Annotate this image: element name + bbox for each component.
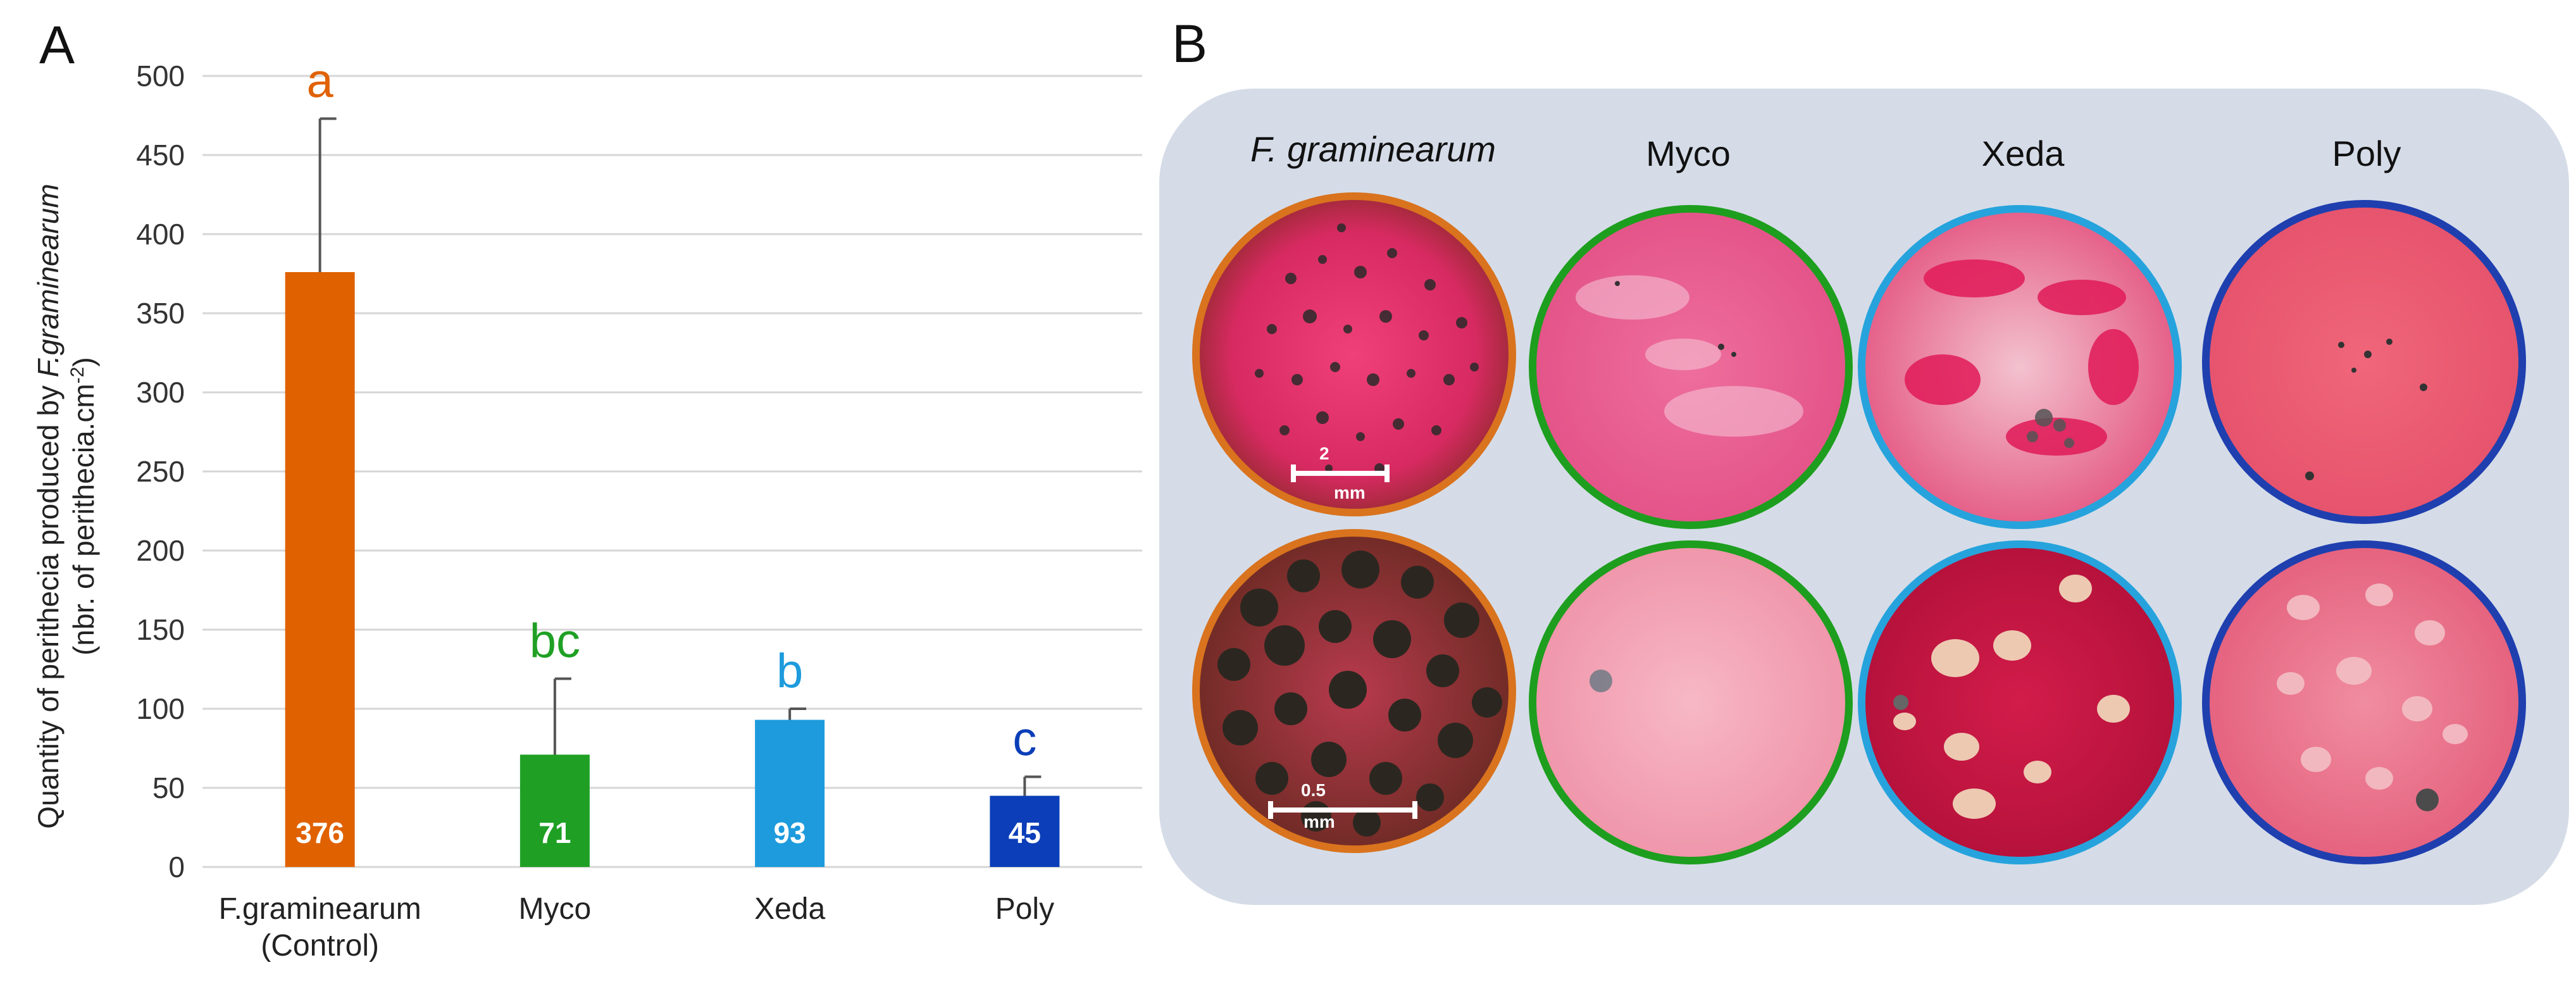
category-label: Poly bbox=[995, 892, 1054, 926]
gridlines bbox=[202, 75, 1142, 868]
y-axis-label-prefix: Quantity of perithecia produced by bbox=[32, 377, 65, 828]
y-tick-label: 200 bbox=[136, 534, 185, 567]
value-label: 71 bbox=[538, 816, 571, 849]
bar bbox=[755, 720, 825, 867]
significance-letter: a bbox=[306, 54, 333, 108]
dish-f-graminearum-low-mag: 2 mm bbox=[1192, 192, 1516, 516]
dish-xeda-high-mag bbox=[1858, 540, 2182, 864]
dish-poly-high-mag bbox=[2202, 540, 2526, 864]
dish-myco-low-mag bbox=[1529, 205, 1853, 529]
bars bbox=[285, 272, 1060, 867]
significance-letter: c bbox=[1012, 713, 1036, 766]
value-label: 376 bbox=[296, 816, 344, 849]
y-axis-unit-text: (nbr. of perithecia.cm bbox=[67, 383, 100, 656]
dish-xeda-low-mag bbox=[1858, 205, 2182, 529]
category-label: (Control) bbox=[261, 929, 379, 963]
y-tick-label: 500 bbox=[136, 59, 185, 92]
scale-bar-value: 2 bbox=[1319, 444, 1329, 463]
dish-f-graminearum-high-mag: 0.5 mm bbox=[1192, 529, 1516, 853]
y-axis-unit-label: (nbr. of perithecia.cm-2) bbox=[67, 357, 100, 656]
column-header-f-graminearum: F. graminearum bbox=[1250, 129, 1496, 169]
y-axis-label-species: F.graminearum bbox=[32, 184, 65, 377]
y-tick-label: 50 bbox=[152, 771, 185, 804]
y-axis-unit-sup: -2 bbox=[67, 367, 88, 384]
y-tick-labels: 0 50 100 150 200 250 300 350 400 450 500 bbox=[136, 59, 185, 883]
panel-b-letter: B bbox=[1172, 14, 1207, 73]
y-tick-label: 400 bbox=[136, 218, 185, 251]
y-tick-label: 0 bbox=[168, 851, 185, 883]
panel-a-letter: A bbox=[39, 15, 75, 75]
y-tick-label: 300 bbox=[136, 376, 185, 409]
category-label: Myco bbox=[519, 892, 592, 926]
y-tick-label: 350 bbox=[136, 297, 185, 330]
dish-poly-low-mag bbox=[2202, 200, 2526, 524]
bar bbox=[990, 795, 1060, 867]
value-label: 45 bbox=[1009, 816, 1041, 849]
scale-bar-value: 0.5 bbox=[1301, 780, 1326, 800]
category-label: Xeda bbox=[754, 892, 825, 926]
significance-letter: bc bbox=[530, 614, 580, 668]
bar bbox=[520, 754, 590, 867]
value-label: 93 bbox=[774, 816, 806, 849]
category-labels: F.graminearum(Control) Myco Xeda Poly bbox=[219, 892, 1054, 963]
y-tick-label: 250 bbox=[136, 455, 185, 488]
scale-bar-unit: mm bbox=[1334, 483, 1366, 502]
value-labels: 376 71 93 45 bbox=[296, 816, 1041, 849]
column-headers: F. graminearum Myco Xeda Poly bbox=[1250, 129, 2401, 173]
y-tick-label: 100 bbox=[136, 692, 185, 725]
category-label: F.graminearum bbox=[219, 892, 421, 926]
column-header-myco: Myco bbox=[1646, 134, 1731, 173]
significance-letter: b bbox=[776, 644, 803, 698]
y-axis-label: Quantity of perithecia produced by F.gra… bbox=[32, 184, 65, 828]
scale-bar-unit: mm bbox=[1304, 812, 1335, 832]
column-header-xeda: Xeda bbox=[1982, 134, 2065, 173]
column-header-poly: Poly bbox=[2332, 134, 2401, 173]
error-bars bbox=[318, 117, 1042, 796]
bar bbox=[285, 272, 355, 867]
y-tick-label: 150 bbox=[136, 613, 185, 646]
dish-myco-high-mag bbox=[1529, 540, 1853, 864]
y-axis-unit-close: ) bbox=[67, 357, 100, 366]
y-tick-label: 450 bbox=[136, 139, 185, 171]
